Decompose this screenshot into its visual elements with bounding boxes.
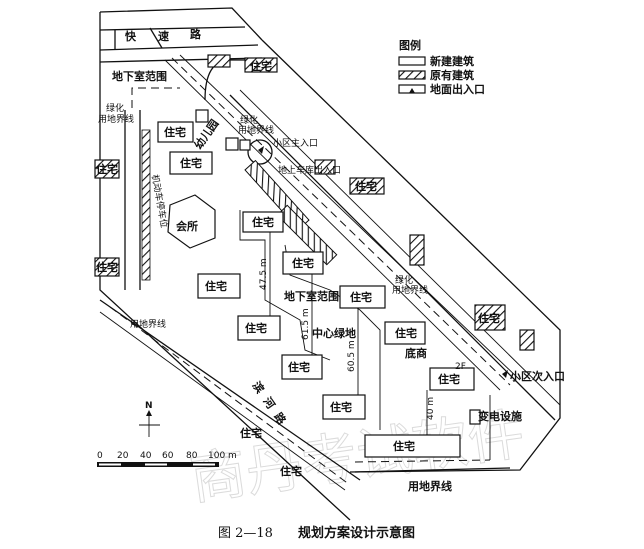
svg-text:住宅: 住宅 xyxy=(164,125,186,139)
site-boundary-label: 用地界线 xyxy=(408,479,452,493)
svg-text:用地界线: 用地界线 xyxy=(98,113,134,125)
svg-text:住宅: 住宅 xyxy=(205,279,227,293)
svg-text:会所: 会所 xyxy=(176,219,198,233)
svg-text:住宅: 住宅 xyxy=(330,400,352,414)
central-green-label: 中心绿地 xyxy=(312,326,356,340)
svg-text:新建建筑: 新建建筑 xyxy=(430,54,474,68)
entrance-triangle-icon xyxy=(502,370,508,378)
green-boundary-label: 绿化 xyxy=(395,274,413,286)
svg-text:住宅: 住宅 xyxy=(395,326,417,340)
north-arrow: N xyxy=(139,401,160,437)
svg-text:住宅: 住宅 xyxy=(180,156,202,170)
residence-building: 住宅 xyxy=(281,354,323,380)
svg-text:住宅: 住宅 xyxy=(288,360,310,374)
new-buildings: 住宅 住宅 住宅 住宅 住宅 住宅 住宅 住宅 住宅 住宅 住宅 住宅 会所 xyxy=(157,109,481,458)
residence-building: 住宅 xyxy=(364,434,461,458)
svg-text:用地界线: 用地界线 xyxy=(392,284,428,296)
site-boundary xyxy=(99,7,561,521)
site-boundary-label: 用地界线 xyxy=(130,318,166,330)
svg-text:住宅: 住宅 xyxy=(96,162,118,176)
caption-title: 规划方案设计示意图 xyxy=(298,525,415,541)
svg-text:住宅: 住宅 xyxy=(240,426,262,440)
residence-building: 住宅 xyxy=(157,121,194,143)
substation-label: 变电设施 xyxy=(478,409,522,423)
svg-text:40: 40 xyxy=(140,451,152,461)
svg-text:N: N xyxy=(145,401,153,411)
existing-building-label: 住宅 住宅 住宅 住宅 住宅 住宅 住宅 xyxy=(96,59,500,478)
residence-building: 住宅 xyxy=(242,211,284,233)
secondary-entrance-label: 小区次入口 xyxy=(509,369,565,383)
parking-label: 机动车停车位 xyxy=(149,173,170,228)
svg-text:20: 20 xyxy=(117,451,129,461)
svg-text:住宅: 住宅 xyxy=(292,256,314,270)
svg-text:用地界线: 用地界线 xyxy=(238,124,274,136)
dimension-61-5: 61.5 m xyxy=(301,308,311,340)
triangle-icon xyxy=(409,88,415,93)
dimension-47-5: 47.5 m xyxy=(259,258,269,290)
svg-text:住宅: 住宅 xyxy=(250,59,272,73)
shops-label: 底商 xyxy=(405,346,427,360)
scale-bar: 0 20 40 60 80 100 m xyxy=(97,451,237,467)
figure-caption: 图 2—18 规划方案设计示意图 xyxy=(218,525,415,541)
residence-building: 住宅 xyxy=(169,151,213,175)
legend-title: 图例 xyxy=(399,38,421,52)
svg-text:住宅: 住宅 xyxy=(393,439,415,453)
expressway-char: 速 xyxy=(158,29,169,43)
residence-building: 住宅 xyxy=(429,367,475,391)
legend-swatch-new xyxy=(398,56,426,66)
expressway-char: 快 xyxy=(124,29,137,43)
svg-text:住宅: 住宅 xyxy=(478,311,500,325)
dimension-lines: 47.5 m 61.5 m 60.5 m 40 m xyxy=(259,232,436,435)
basement-range-label: 地下室范围 xyxy=(112,69,167,83)
caption-number: 图 2—18 xyxy=(218,526,273,541)
svg-text:60: 60 xyxy=(162,451,174,461)
svg-text:住宅: 住宅 xyxy=(280,464,302,478)
residence-building: 住宅 xyxy=(322,394,366,420)
svg-text:住宅: 住宅 xyxy=(245,321,267,335)
existing-buildings: 住宅 住宅 住宅 住宅 住宅 住宅 住宅 xyxy=(94,54,535,478)
svg-text:地面出入口: 地面出入口 xyxy=(430,82,485,96)
svg-text:80: 80 xyxy=(186,451,198,461)
entrance-triangle-icon xyxy=(258,146,264,154)
garage-entrance-label: 地上车库出入口 xyxy=(278,164,341,176)
green-boundary-label: 绿化 xyxy=(240,114,258,126)
svg-text:住宅: 住宅 xyxy=(355,179,377,193)
residence-building: 住宅 xyxy=(237,315,281,341)
clubhouse-building: 会所 xyxy=(167,194,216,249)
parking-strip xyxy=(141,129,338,281)
legend: 图例 新建建筑 原有建筑 地面出入口 xyxy=(398,38,485,96)
dimension-40: 40 m xyxy=(426,397,436,420)
residence-building: 住宅 xyxy=(339,285,386,309)
basement-range-mid-label: 地下室范围 xyxy=(284,289,339,303)
expressway-char: 路 xyxy=(190,27,202,41)
residence-building: 住宅 xyxy=(197,273,241,299)
residence-building: 住宅 xyxy=(282,251,324,275)
svg-text:0: 0 xyxy=(97,451,103,461)
dimension-60-5: 60.5 m xyxy=(347,340,357,372)
svg-text:原有建筑: 原有建筑 xyxy=(430,68,474,82)
svg-text:住宅: 住宅 xyxy=(350,290,372,304)
floors-label: 2F xyxy=(455,362,466,372)
main-entrance-label: 小区主入口 xyxy=(273,137,318,149)
legend-swatch-existing xyxy=(398,70,426,80)
residence-building: 住宅 xyxy=(384,321,426,345)
svg-text:住宅: 住宅 xyxy=(252,215,274,229)
svg-text:住宅: 住宅 xyxy=(96,260,118,274)
green-boundary-label: 绿化 xyxy=(106,102,124,114)
svg-text:住宅: 住宅 xyxy=(438,372,460,386)
svg-text:100 m: 100 m xyxy=(208,451,237,461)
